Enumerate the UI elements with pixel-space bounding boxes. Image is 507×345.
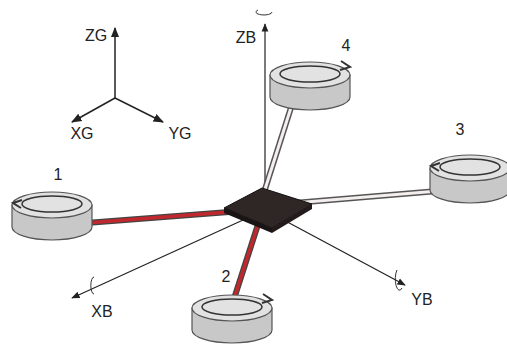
callout-number: 2 [222, 269, 231, 285]
callout-number: 1 [54, 167, 63, 183]
callout-number: 3 [456, 122, 465, 138]
axis-label: ZG [85, 28, 107, 44]
axis-label: YB [411, 292, 432, 308]
axis-label: XB [91, 304, 112, 320]
callout-number: 4 [342, 38, 351, 54]
axis-label: YG [168, 126, 191, 142]
axis-label: ZB [236, 30, 256, 46]
axis-label: XG [70, 126, 93, 142]
